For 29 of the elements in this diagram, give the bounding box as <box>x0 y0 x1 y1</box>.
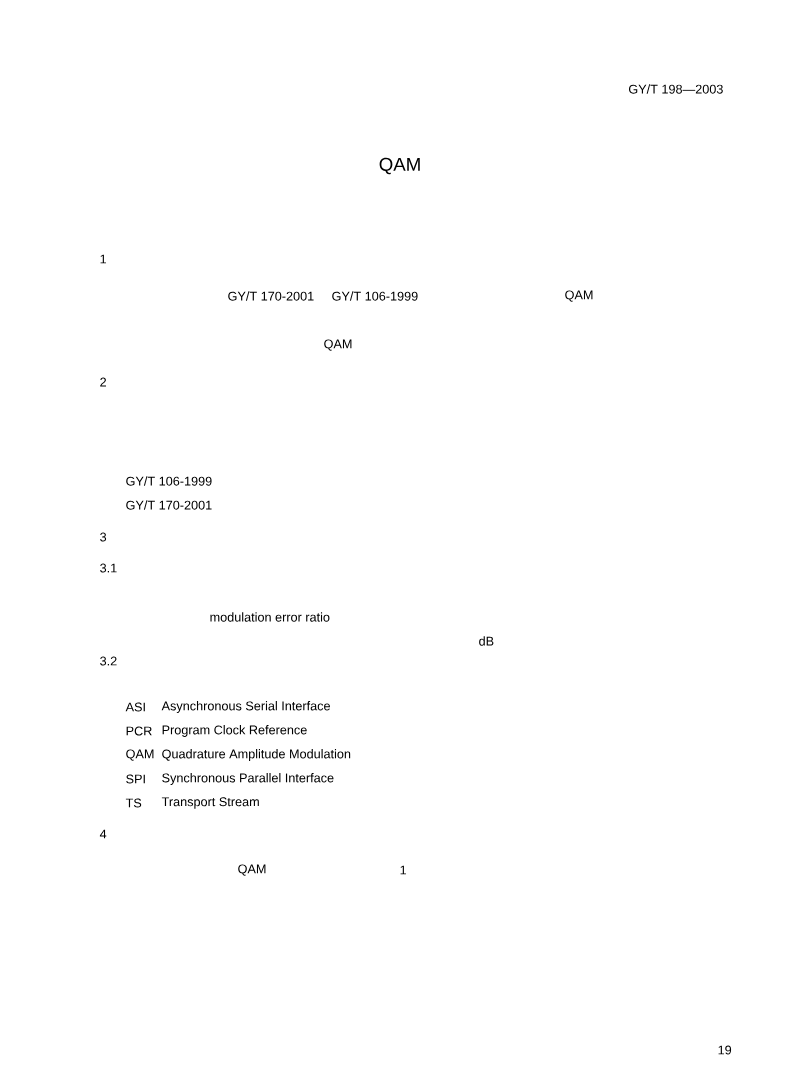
body-text: QAM <box>565 290 593 302</box>
definition: Asynchronous Serial Interface <box>161 701 330 713</box>
definition: Synchronous Parallel Interface <box>162 773 334 785</box>
definition: Quadrature Amplitude Modulation <box>162 749 351 761</box>
abbreviation: TS <box>125 798 142 808</box>
page-number: 19 <box>718 1045 732 1055</box>
section-number: 3.1 <box>100 563 117 573</box>
abbreviation: PCR <box>126 726 152 736</box>
section-number: 2 <box>100 377 106 387</box>
abbreviation: SPI <box>126 774 145 784</box>
body-text: QAM <box>238 864 266 876</box>
section-number: 3 <box>100 532 107 542</box>
reference-text: GY/T 106-1999 <box>126 476 212 486</box>
section-number: 3.2 <box>100 656 117 666</box>
abbreviation: ASI <box>125 702 145 712</box>
standard-number: GY/T 198—2003 <box>629 84 723 94</box>
definition: Transport Stream <box>161 797 259 809</box>
unit-text: dB <box>479 636 494 646</box>
abbreviation: QAM <box>126 749 154 761</box>
section-number: 4 <box>99 829 107 839</box>
definition: Program Clock Reference <box>162 725 307 737</box>
reference-text: GY/T 170-2001 <box>126 500 212 510</box>
page-title: QAM <box>379 157 420 175</box>
body-text: QAM <box>324 339 352 351</box>
figure-reference: 1 <box>400 865 406 875</box>
reference-text: GY/T 106-1999 <box>332 291 418 301</box>
section-number: 1 <box>100 254 106 264</box>
reference-text: GY/T 170-2001 <box>228 291 314 301</box>
term-text: modulation error ratio <box>210 612 330 622</box>
